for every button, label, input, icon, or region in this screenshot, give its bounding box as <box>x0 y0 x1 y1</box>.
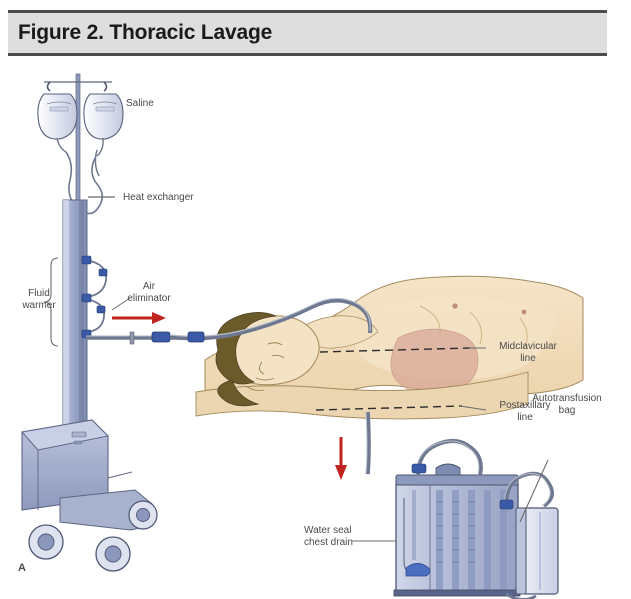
warmer-clamp-2 <box>81 293 92 303</box>
patient <box>195 275 584 420</box>
postaxillary-marker <box>315 405 463 411</box>
air-eliminator-device <box>129 331 135 345</box>
thoracic-lavage-diagram <box>21 73 584 599</box>
figure-illustration <box>0 60 631 599</box>
caster-wheel-rear <box>128 500 158 530</box>
flow-arrow-inflow <box>112 312 166 324</box>
chest-tube-connector <box>187 331 205 343</box>
caster-wheel-front-right <box>95 536 131 572</box>
water-seal-chest-drain <box>393 439 521 597</box>
iv-pole-assembly <box>37 73 196 441</box>
leader-lines <box>43 196 549 542</box>
drain-tube <box>365 411 371 475</box>
fluid-warmer-tubing <box>81 255 108 339</box>
saline-bag-left <box>37 93 78 153</box>
page-title: Figure 2. Thoracic Lavage <box>18 21 273 44</box>
fluid-warmer-brace <box>43 257 59 347</box>
figure-header-bar: Figure 2. Thoracic Lavage <box>8 10 607 56</box>
warmer-cart <box>21 419 158 572</box>
heat-exchanger <box>62 199 88 441</box>
chest-tubing <box>169 297 373 343</box>
caster-wheel-front-left <box>28 524 64 560</box>
autotransfusion-bag <box>499 471 559 599</box>
saline-bag-right <box>83 93 124 157</box>
flow-arrow-outflow <box>335 437 347 480</box>
inline-connector <box>151 331 171 343</box>
water-seal-fluid <box>405 563 431 577</box>
panel-letter: A <box>18 562 26 574</box>
warmer-clamp-1 <box>81 255 92 265</box>
